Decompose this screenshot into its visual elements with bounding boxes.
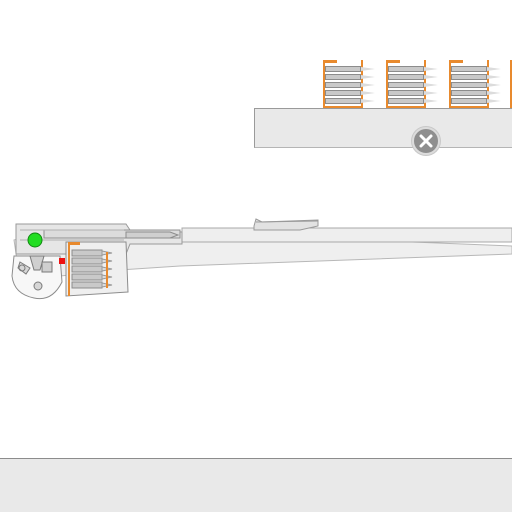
cartridge-bullet bbox=[487, 67, 501, 71]
bolt-ready-indicator[interactable] bbox=[27, 232, 43, 248]
cartridge-case bbox=[388, 74, 424, 80]
cartridge bbox=[451, 82, 503, 88]
cartridge bbox=[325, 98, 377, 104]
cartridge-case bbox=[388, 90, 424, 96]
cartridge-bullet bbox=[424, 75, 438, 79]
trigger-pivot bbox=[33, 281, 43, 291]
cartridge-case bbox=[451, 74, 487, 80]
cartridge-bullet bbox=[424, 83, 438, 87]
cartridge-case bbox=[451, 66, 487, 72]
cartridge-bullet bbox=[487, 75, 501, 79]
magazine-release[interactable] bbox=[41, 261, 53, 273]
magazine-cartridge bbox=[71, 281, 103, 289]
cartridge bbox=[388, 82, 440, 88]
feed-marker bbox=[59, 258, 65, 264]
magazine-cartridge bbox=[71, 257, 103, 265]
cartridge-case bbox=[388, 82, 424, 88]
clip-rail-bottom bbox=[323, 106, 363, 108]
cartridge bbox=[325, 90, 377, 96]
cartridge-case bbox=[325, 74, 361, 80]
cartridge-bullet bbox=[487, 99, 501, 103]
cartridge-bullet bbox=[361, 91, 375, 95]
clip-rail-top bbox=[323, 60, 337, 63]
clip-rail-top bbox=[386, 60, 400, 63]
rear-sight bbox=[253, 218, 319, 231]
ammo-clip[interactable] bbox=[323, 60, 375, 108]
cartridge-case bbox=[325, 90, 361, 96]
trigger bbox=[29, 255, 45, 271]
ammo-clip[interactable] bbox=[386, 60, 438, 108]
cartridge-bullet bbox=[424, 67, 438, 71]
rifle bbox=[11, 218, 512, 300]
clip-rail-bottom bbox=[386, 106, 426, 108]
clip-rail-left bbox=[323, 60, 325, 108]
magazine-cartridge bbox=[71, 265, 103, 273]
bolt-tip bbox=[125, 231, 180, 239]
cartridge bbox=[388, 90, 440, 96]
close-icon bbox=[419, 134, 433, 148]
cartridge-case bbox=[451, 90, 487, 96]
cartridge-bullet bbox=[361, 75, 375, 79]
cartridge-case bbox=[388, 66, 424, 72]
clip-rail-left bbox=[449, 60, 451, 108]
cartridge-bullet bbox=[487, 91, 501, 95]
cartridge-case bbox=[451, 98, 487, 104]
cartridge bbox=[388, 98, 440, 104]
close-button[interactable] bbox=[412, 127, 440, 155]
cartridge-case bbox=[325, 66, 361, 72]
cartridge-case bbox=[325, 98, 361, 104]
rifle-barrel bbox=[181, 227, 512, 243]
ammo-clip-edge bbox=[510, 60, 512, 108]
cartridge bbox=[451, 98, 503, 104]
cartridge-bullet bbox=[487, 83, 501, 87]
cartridge-case bbox=[325, 82, 361, 88]
cartridge-bullet bbox=[361, 83, 375, 87]
clip-rail-left bbox=[386, 60, 388, 108]
cartridge-case bbox=[388, 98, 424, 104]
cartridge bbox=[451, 66, 503, 72]
clip-rail-top bbox=[449, 60, 463, 63]
ground bbox=[0, 458, 512, 512]
cartridge bbox=[388, 74, 440, 80]
magazine-cartridge bbox=[71, 273, 103, 281]
magazine-cartridge bbox=[71, 249, 103, 257]
ammo-shelf bbox=[254, 108, 512, 148]
cartridge bbox=[325, 66, 377, 72]
cartridge bbox=[325, 82, 377, 88]
cartridge-case bbox=[451, 82, 487, 88]
cartridge-bullet bbox=[361, 99, 375, 103]
cartridge bbox=[451, 90, 503, 96]
cartridge bbox=[388, 66, 440, 72]
ammo-clip[interactable] bbox=[449, 60, 501, 108]
cartridge bbox=[325, 74, 377, 80]
cartridge-bullet bbox=[424, 91, 438, 95]
cartridge-bullet bbox=[361, 67, 375, 71]
cartridge bbox=[451, 74, 503, 80]
clip-rail-bottom bbox=[449, 106, 489, 108]
cartridge-bullet bbox=[424, 99, 438, 103]
